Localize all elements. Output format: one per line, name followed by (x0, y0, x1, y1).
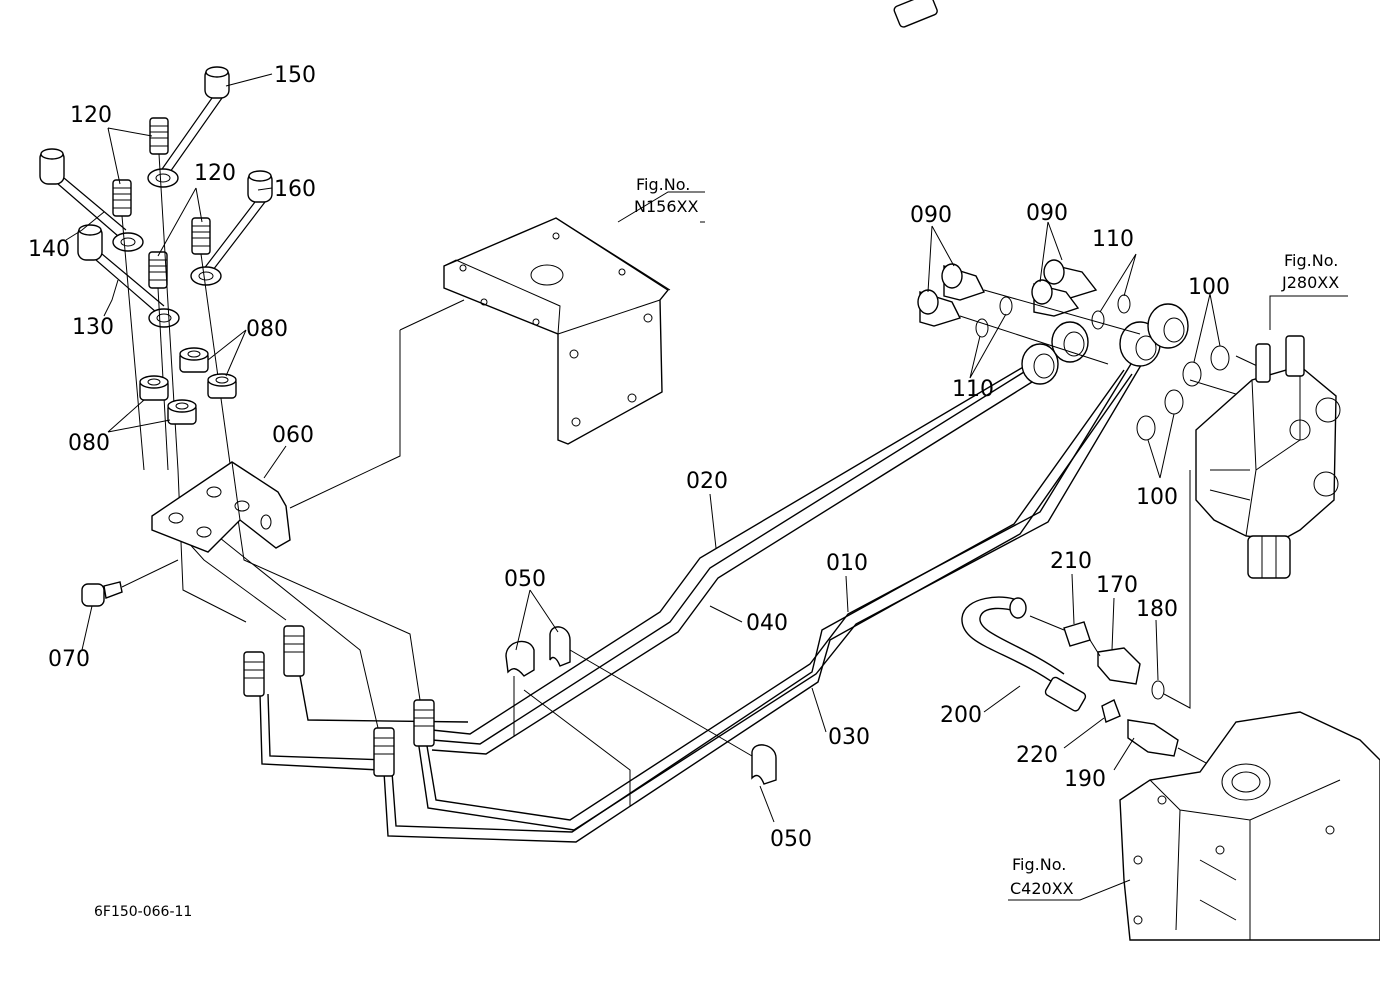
clamp-050-a (505, 640, 535, 677)
label-090-b: 090 (1026, 201, 1068, 226)
label-130: 130 (72, 315, 114, 340)
label-200: 200 (940, 703, 982, 728)
pipe-fittings (243, 625, 435, 777)
pipe-ends (1021, 303, 1189, 385)
label-080-a: 080 (246, 317, 288, 342)
fig-ref-n156xx-line2: N156XX (634, 197, 698, 216)
valve-120-c (191, 217, 211, 255)
label-100-a: 100 (1188, 275, 1230, 300)
label-100-b: 100 (1136, 485, 1178, 510)
label-080-b: 080 (68, 431, 110, 456)
clip-210 (1029, 615, 1091, 647)
clip-220 (1101, 699, 1121, 723)
label-210: 210 (1050, 549, 1092, 574)
transmission-c420xx (1008, 711, 1380, 941)
pipe-020 (431, 371, 1033, 755)
nut-080-group (139, 347, 237, 425)
clamp-guide-lines (513, 649, 753, 806)
valve-120-b (112, 179, 132, 217)
drawing-code: 6F150-066-11 (94, 904, 192, 920)
label-070: 070 (48, 647, 90, 672)
part-labels: 150 120 120 160 140 130 080 080 060 070 … (28, 63, 1230, 852)
valve-120-d (148, 251, 168, 289)
hose-200 (961, 596, 1087, 712)
label-090-a: 090 (910, 203, 952, 228)
label-110-a: 110 (1092, 227, 1134, 252)
label-030: 030 (828, 725, 870, 750)
fig-ref-j280xx-line1: Fig.No. (1284, 251, 1338, 270)
label-170: 170 (1096, 573, 1138, 598)
fig-ref-c420xx-line1: Fig.No. (1012, 855, 1066, 874)
fig-ref-c420xx-line2: C420XX (1010, 879, 1074, 898)
label-050-a: 050 (504, 567, 546, 592)
label-120-b: 120 (194, 161, 236, 186)
lever-130 (77, 224, 180, 328)
label-150: 150 (274, 63, 316, 88)
valve-120-a (149, 117, 169, 155)
label-190: 190 (1064, 767, 1106, 792)
o-ring-180 (1151, 470, 1191, 709)
fitting-170 (1089, 639, 1141, 685)
bolt-070 (81, 559, 179, 607)
pipe-030 (383, 369, 1133, 843)
lever-160 (190, 170, 273, 286)
label-110-b: 110 (952, 377, 994, 402)
label-040: 040 (746, 611, 788, 636)
lever-140 (39, 148, 144, 252)
label-220: 220 (1016, 743, 1058, 768)
lever-150 (147, 66, 230, 188)
banjo-bolts-090 (893, 0, 1141, 365)
label-050-b: 050 (770, 827, 812, 852)
label-160: 160 (274, 177, 316, 202)
figure-references: Fig.No. N156XX Fig.No. J280XX Fig.No. C4… (634, 175, 1339, 898)
label-140: 140 (28, 237, 70, 262)
frame-n156xx (289, 191, 705, 509)
label-010: 010 (826, 551, 868, 576)
label-180: 180 (1136, 597, 1178, 622)
fig-ref-n156xx-line1: Fig.No. (636, 175, 690, 194)
leader-lines (65, 73, 1221, 823)
clamp-050-c (751, 744, 777, 785)
fig-ref-j280xx-line2: J280XX (1281, 273, 1339, 292)
label-020: 020 (686, 469, 728, 494)
control-valve-j280xx (1195, 295, 1348, 579)
bracket-060 (151, 461, 291, 553)
clamp-050-b (549, 626, 571, 667)
pipe-010 (259, 345, 1151, 831)
pipe-040 (299, 349, 1053, 735)
label-120-a: 120 (70, 103, 112, 128)
label-060: 060 (272, 423, 314, 448)
